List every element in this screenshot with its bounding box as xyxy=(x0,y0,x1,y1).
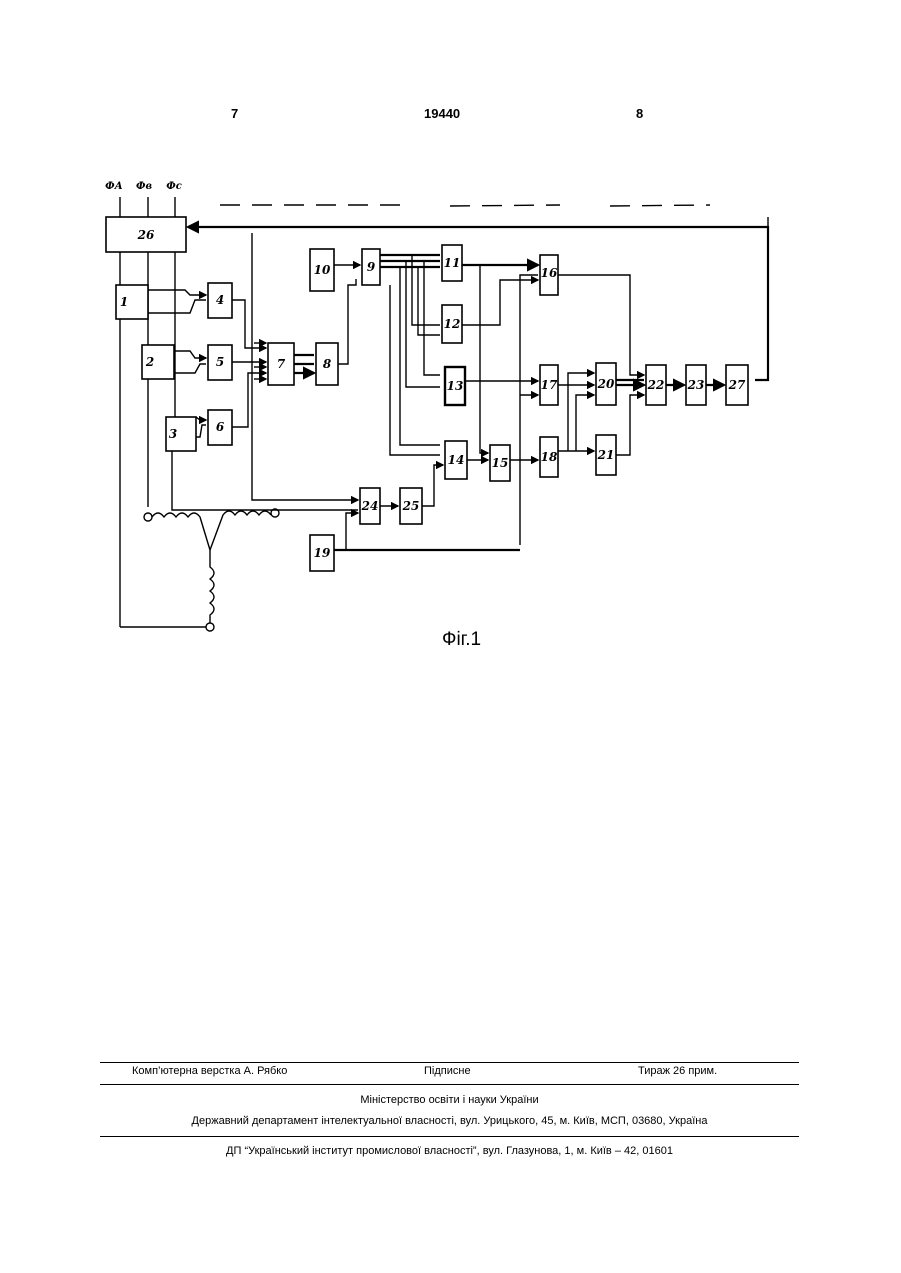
phase-c-label: Фс xyxy=(166,181,182,192)
footer-department: Державний департамент інтелектуальної вл… xyxy=(100,1115,799,1127)
footer-rule-bottom xyxy=(100,1136,799,1137)
block-18-label: 18 xyxy=(541,450,558,464)
footer-signed: Підписне xyxy=(424,1065,471,1077)
block-7-label: 7 xyxy=(277,357,286,371)
block-24-label: 24 xyxy=(361,499,379,513)
block-26-label: 26 xyxy=(137,228,155,242)
block-12-label: 12 xyxy=(444,317,461,331)
phase-b-label: Фв xyxy=(136,181,152,192)
right-page-number: 8 xyxy=(636,106,643,121)
left-page-number: 7 xyxy=(231,106,238,121)
block-27-label: 27 xyxy=(728,378,746,392)
block-2-label: 2 xyxy=(145,355,154,369)
block-11-label: 11 xyxy=(444,256,461,270)
block-4-label: 4 xyxy=(216,293,224,307)
block-25-label: 25 xyxy=(402,499,420,513)
patent-number: 19440 xyxy=(424,106,460,121)
footer-ministry: Міністерство освіти і науки України xyxy=(100,1094,799,1106)
block-15-label: 15 xyxy=(492,456,509,470)
block-6-label: 6 xyxy=(216,420,225,434)
block-14-label: 14 xyxy=(448,453,465,467)
block-17-label: 17 xyxy=(541,378,558,392)
figure-caption: Фіг.1 xyxy=(442,629,481,650)
block-8-label: 8 xyxy=(323,357,332,371)
block-10-label: 10 xyxy=(314,263,331,277)
block-13-label: 13 xyxy=(447,379,464,393)
phase-a-label: ФА xyxy=(105,181,123,192)
block-20-label: 20 xyxy=(597,377,615,391)
block-5-label: 5 xyxy=(216,355,224,369)
footer-institute: ДП “Український інститут промислової вла… xyxy=(100,1145,799,1157)
block-22-label: 22 xyxy=(647,378,665,392)
block-21-label: 21 xyxy=(597,448,615,462)
footer-rule-top xyxy=(100,1062,799,1063)
block-diagram-figure: ФА Фв Фс 26 1 2 3 4 5 6 7 8 10 9 xyxy=(100,155,790,685)
footer-circulation: Тираж 26 прим. xyxy=(638,1065,717,1077)
footer-layout: Комп’ютерна верстка А. Рябко xyxy=(132,1065,287,1077)
block-23-label: 23 xyxy=(687,378,705,392)
block-1-label: 1 xyxy=(120,295,128,309)
block-19-label: 19 xyxy=(314,546,331,560)
block-16-label: 16 xyxy=(541,266,558,280)
block-9-label: 9 xyxy=(367,260,376,274)
block-3-label: 3 xyxy=(169,427,177,441)
footer-rule-middle xyxy=(100,1084,799,1085)
